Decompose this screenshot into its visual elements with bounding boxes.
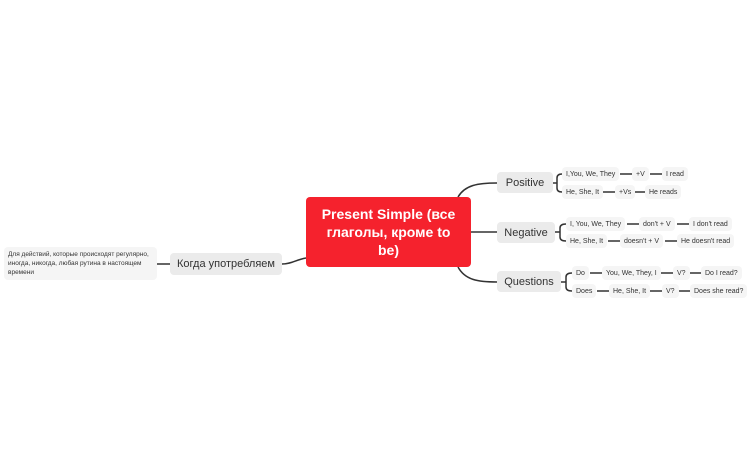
leaf-text: He doesn't read [681, 237, 731, 245]
leaf-text: +V [636, 170, 645, 178]
leaf-text: I, You, We, They [570, 220, 622, 228]
leaf-text: V? [666, 287, 675, 295]
negative-subject-1[interactable]: I, You, We, They [566, 217, 626, 231]
leaf-text: He, She, It [613, 287, 647, 295]
leaf-text: I,You, We, They [566, 170, 616, 178]
topic-when-used[interactable]: Когда употребляем [170, 253, 282, 275]
leaf-text: He, She, It [566, 188, 600, 196]
questions-subject-1[interactable]: You, We, They, I [602, 266, 661, 280]
negative-example-2[interactable]: He doesn't read [677, 234, 735, 248]
positive-subject-1[interactable]: I,You, We, They [562, 167, 620, 181]
questions-formula-1[interactable]: V? [673, 266, 690, 280]
positive-example-1[interactable]: I read [662, 167, 688, 181]
leaf-text: You, We, They, I [606, 269, 657, 277]
leaf-text: Does [576, 287, 593, 295]
leaf-text: +Vs [619, 188, 632, 196]
leaf-text: Do I read? [705, 269, 738, 277]
questions-subject-2[interactable]: He, She, It [609, 284, 651, 298]
leaf-text: don't + V [643, 220, 671, 228]
leaf-text: I read [666, 170, 684, 178]
topic-when-used-label: Когда употребляем [177, 258, 275, 270]
note-usage[interactable]: Для действий, которые происходят регуляр… [4, 247, 157, 280]
topic-questions-label: Questions [504, 275, 554, 288]
topic-negative-label: Negative [504, 226, 548, 239]
leaf-text: V? [677, 269, 686, 277]
topic-negative[interactable]: Negative [497, 222, 555, 243]
questions-aux-2[interactable]: Does [572, 284, 597, 298]
negative-example-1[interactable]: I don't read [689, 217, 732, 231]
questions-example-1[interactable]: Do I read? [701, 266, 742, 280]
topic-positive[interactable]: Positive [497, 172, 553, 193]
leaf-text: He, She, It [570, 237, 604, 245]
central-topic[interactable]: Present Simple (все глаголы, кроме to be… [306, 197, 471, 267]
leaf-text: He reads [649, 188, 678, 196]
positive-formula-2[interactable]: +Vs [615, 185, 636, 199]
leaf-text: Do [576, 269, 585, 277]
topic-positive-label: Positive [505, 176, 545, 189]
positive-subject-2[interactable]: He, She, It [562, 185, 604, 199]
questions-formula-2[interactable]: V? [662, 284, 679, 298]
negative-subject-2[interactable]: He, She, It [566, 234, 608, 248]
questions-aux-1[interactable]: Do [572, 266, 589, 280]
questions-example-2[interactable]: Does she read? [690, 284, 748, 298]
negative-formula-1[interactable]: don't + V [639, 217, 675, 231]
central-topic-label: Present Simple (все глаголы, кроме to be… [321, 206, 456, 258]
positive-formula-1[interactable]: +V [632, 167, 649, 181]
leaf-text: Does she read? [694, 287, 744, 295]
leaf-text: doesn't + V [624, 237, 659, 245]
note-usage-text: Для действий, которые происходят регуляр… [8, 251, 149, 276]
positive-example-2[interactable]: He reads [645, 185, 682, 199]
topic-questions[interactable]: Questions [497, 271, 561, 292]
negative-formula-2[interactable]: doesn't + V [620, 234, 663, 248]
leaf-text: I don't read [693, 220, 728, 228]
